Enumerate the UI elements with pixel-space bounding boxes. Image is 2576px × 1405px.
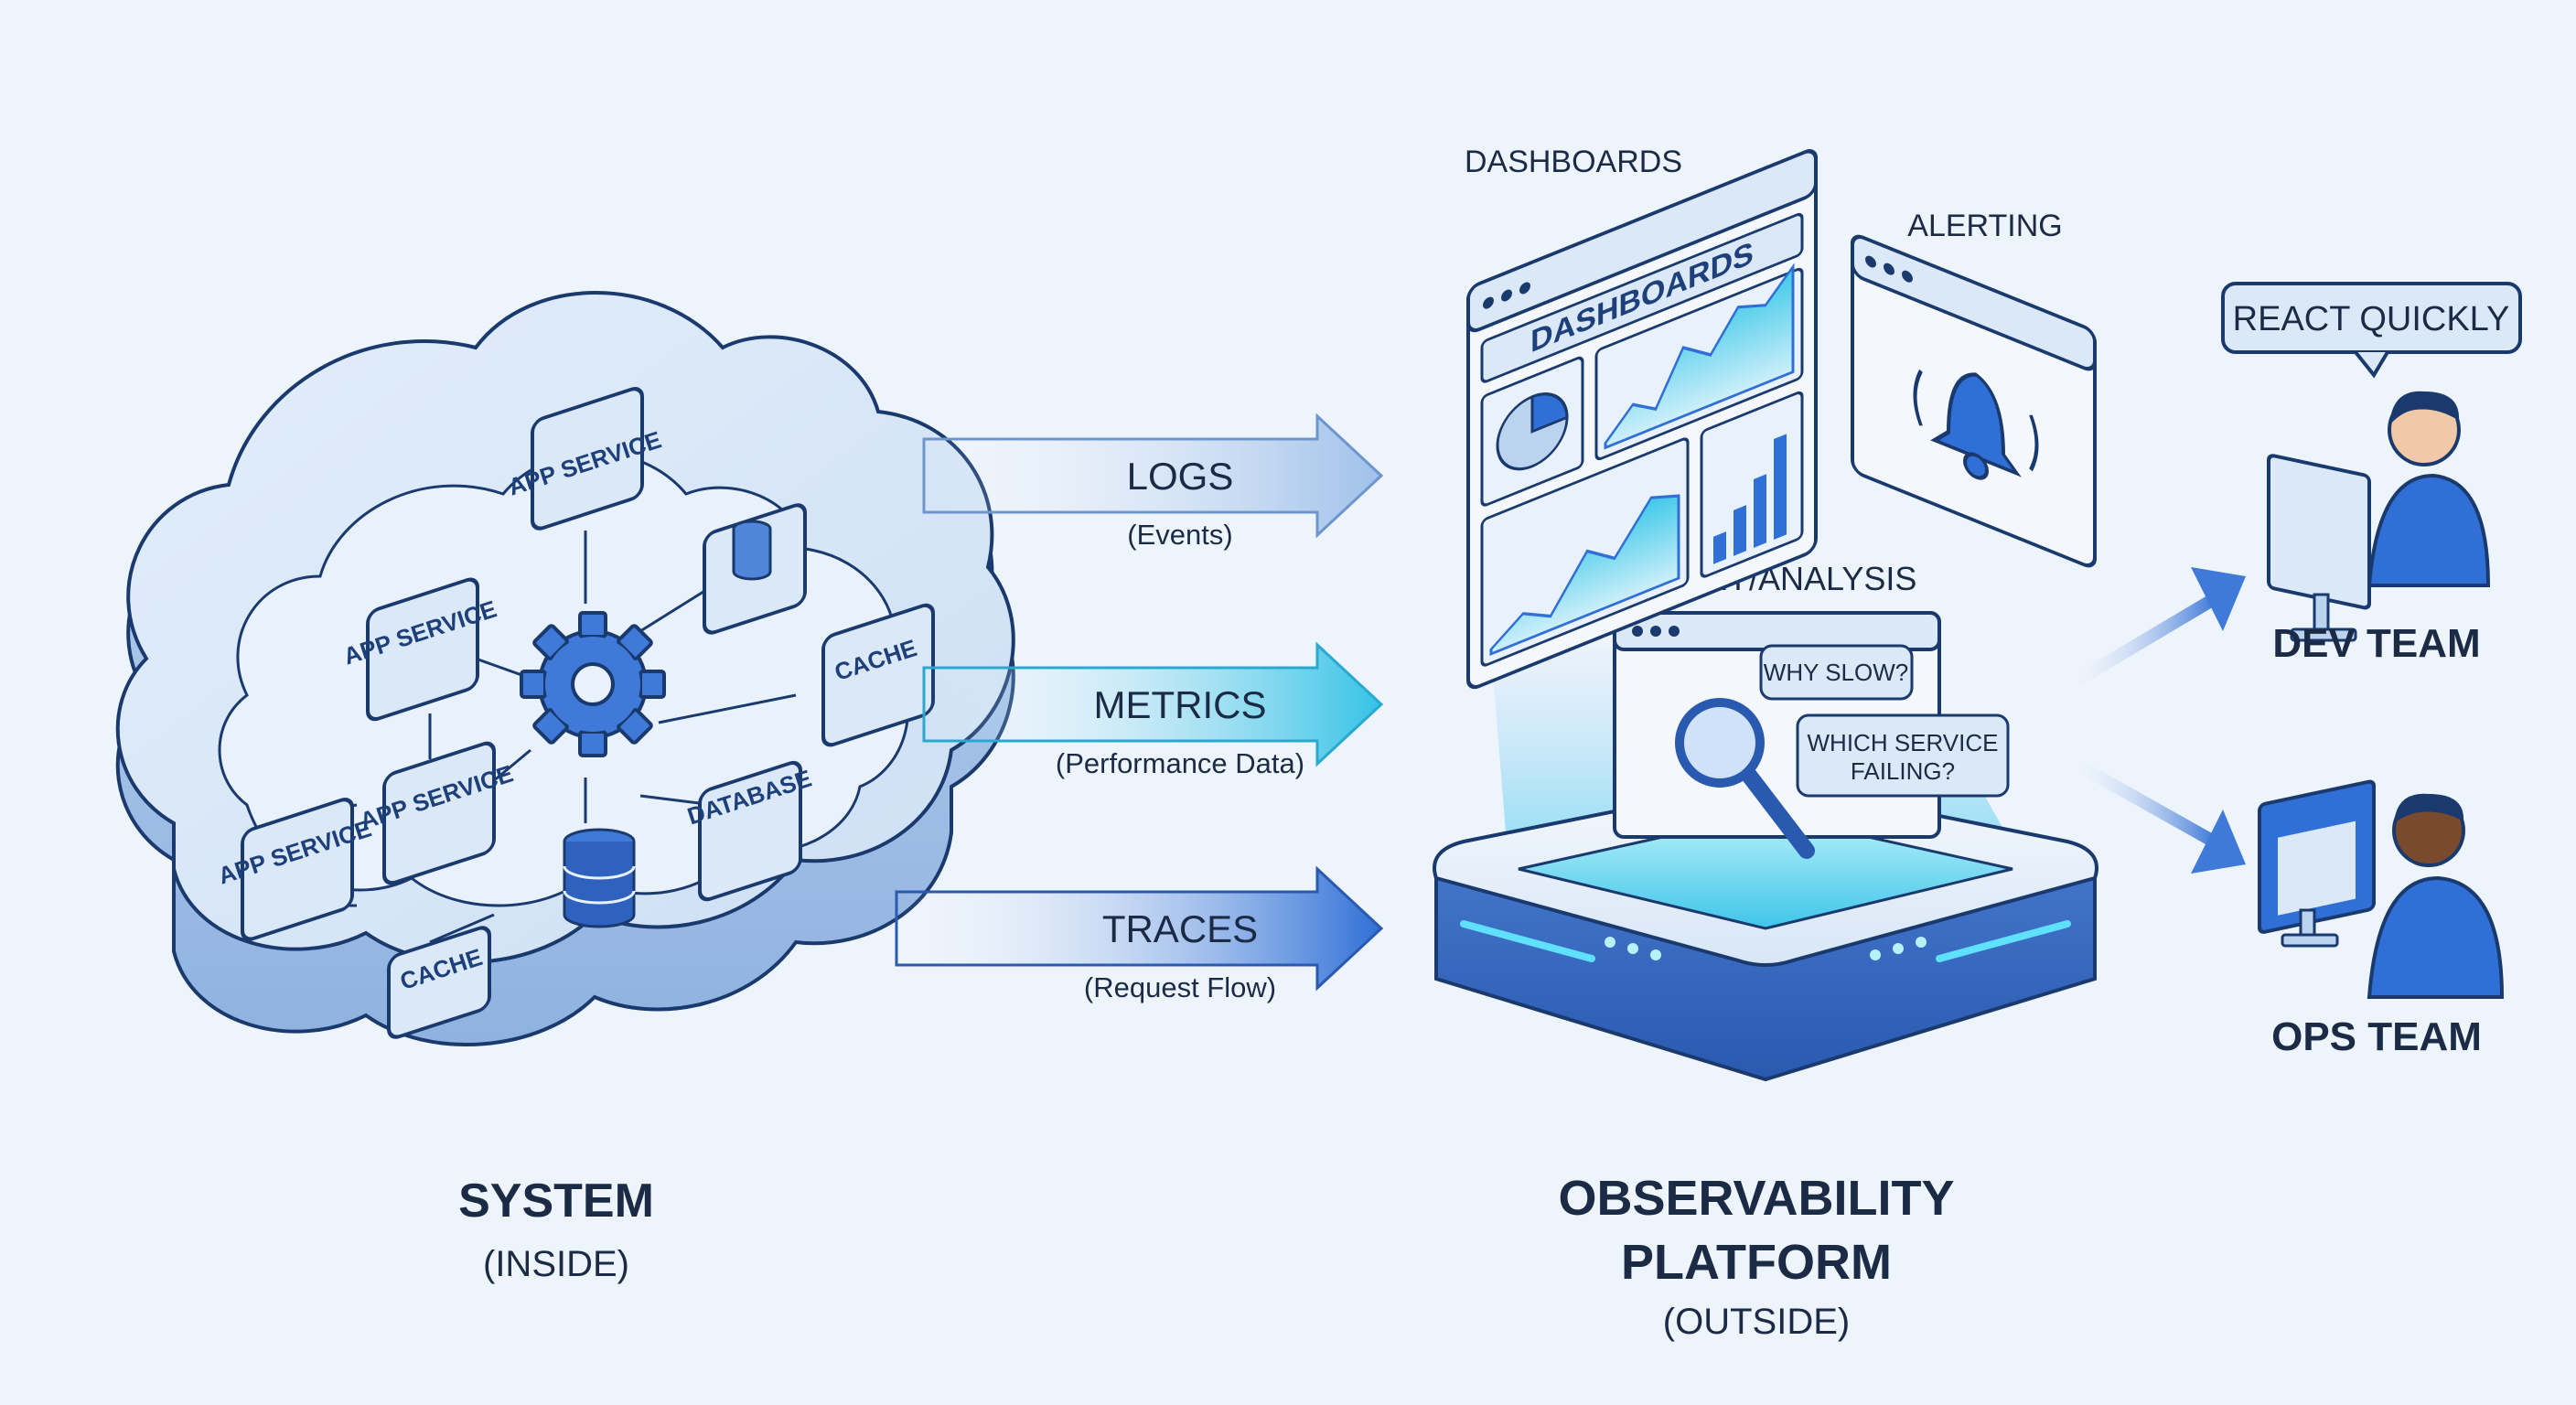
bell-icon	[1913, 369, 2039, 480]
dashboards-panel: DASHBOARDS	[1466, 149, 1818, 690]
magnifier-icon	[1675, 698, 1815, 859]
signal-metrics-detail: (Performance Data)	[1056, 747, 1304, 779]
dashboards-label: DASHBOARDS	[1465, 145, 1682, 179]
led-strip-right	[1936, 920, 2071, 962]
question-bubble-which-service	[1796, 713, 2010, 798]
dev-team-figure	[2267, 391, 2491, 642]
led-strip-left	[1460, 920, 1595, 962]
alerting-label: ALERTING	[1907, 209, 2062, 243]
observability-platform: WHY SLOW? WHICH SERVICE FAILING? QUERY/A…	[1433, 145, 2098, 1082]
system-cloud: APP SERVICE APP SERVICE APP SERVICE APP …	[115, 291, 1015, 1046]
database-stack-icon	[563, 828, 636, 928]
signal-logs-detail: (Events)	[1127, 519, 1232, 551]
signal-metrics-label: METRICS	[1094, 683, 1267, 726]
platform-title-line2: PLATFORM	[1621, 1235, 1892, 1290]
signal-logs-label: LOGS	[1127, 455, 1234, 498]
bar-chart-icon	[1713, 434, 1787, 564]
led-dots	[1605, 937, 1927, 960]
system-subtitle: (INSIDE)	[483, 1244, 629, 1284]
area-chart-icon	[1604, 263, 1795, 450]
question-which-service-line1: WHICH SERVICE	[1808, 729, 1999, 756]
ops-team-figure	[2258, 779, 2505, 999]
react-quickly-callout	[2221, 282, 2522, 379]
signal-arrow-metrics	[922, 641, 1384, 767]
system-title: SYSTEM	[458, 1174, 654, 1228]
question-bubble-why-slow	[1759, 644, 1914, 701]
platform-title-line1: OBSERVABILITY	[1558, 1171, 1954, 1226]
module-app-service-top: APP SERVICE	[505, 387, 665, 531]
signal-arrow-logs	[922, 413, 1384, 539]
ops-team-label: OPS TEAM	[2271, 1014, 2482, 1059]
signal-traces-detail: (Request Flow)	[1084, 971, 1276, 1003]
arrow-to-ops-team	[2061, 753, 2246, 874]
gear-icon	[520, 611, 666, 757]
platform-subtitle: (OUTSIDE)	[1663, 1302, 1850, 1342]
arrow-to-dev-team	[2061, 567, 2246, 692]
alerting-panel	[1851, 234, 2097, 568]
signal-traces-label: TRACES	[1102, 907, 1258, 950]
dev-team-label: DEV TEAM	[2272, 621, 2480, 666]
monitor-icon	[2258, 779, 2376, 948]
question-which-service-line2: FAILING?	[1851, 757, 1955, 785]
database-cylinder-icon	[732, 520, 772, 581]
line-chart-icon	[1489, 494, 1680, 657]
module-cache-right: CACHE	[821, 603, 935, 747]
module-app-service-mid: APP SERVICE	[357, 741, 517, 885]
question-why-slow: WHY SLOW?	[1764, 659, 1908, 686]
react-quickly-text: REACT QUICKLY	[2233, 300, 2510, 338]
monitor-icon	[2267, 454, 2371, 642]
storage-cube	[703, 503, 807, 635]
signal-arrow-traces	[895, 865, 1384, 992]
module-cache-bottom: CACHE	[387, 926, 491, 1039]
module-app-service-left: APP SERVICE	[340, 577, 500, 722]
